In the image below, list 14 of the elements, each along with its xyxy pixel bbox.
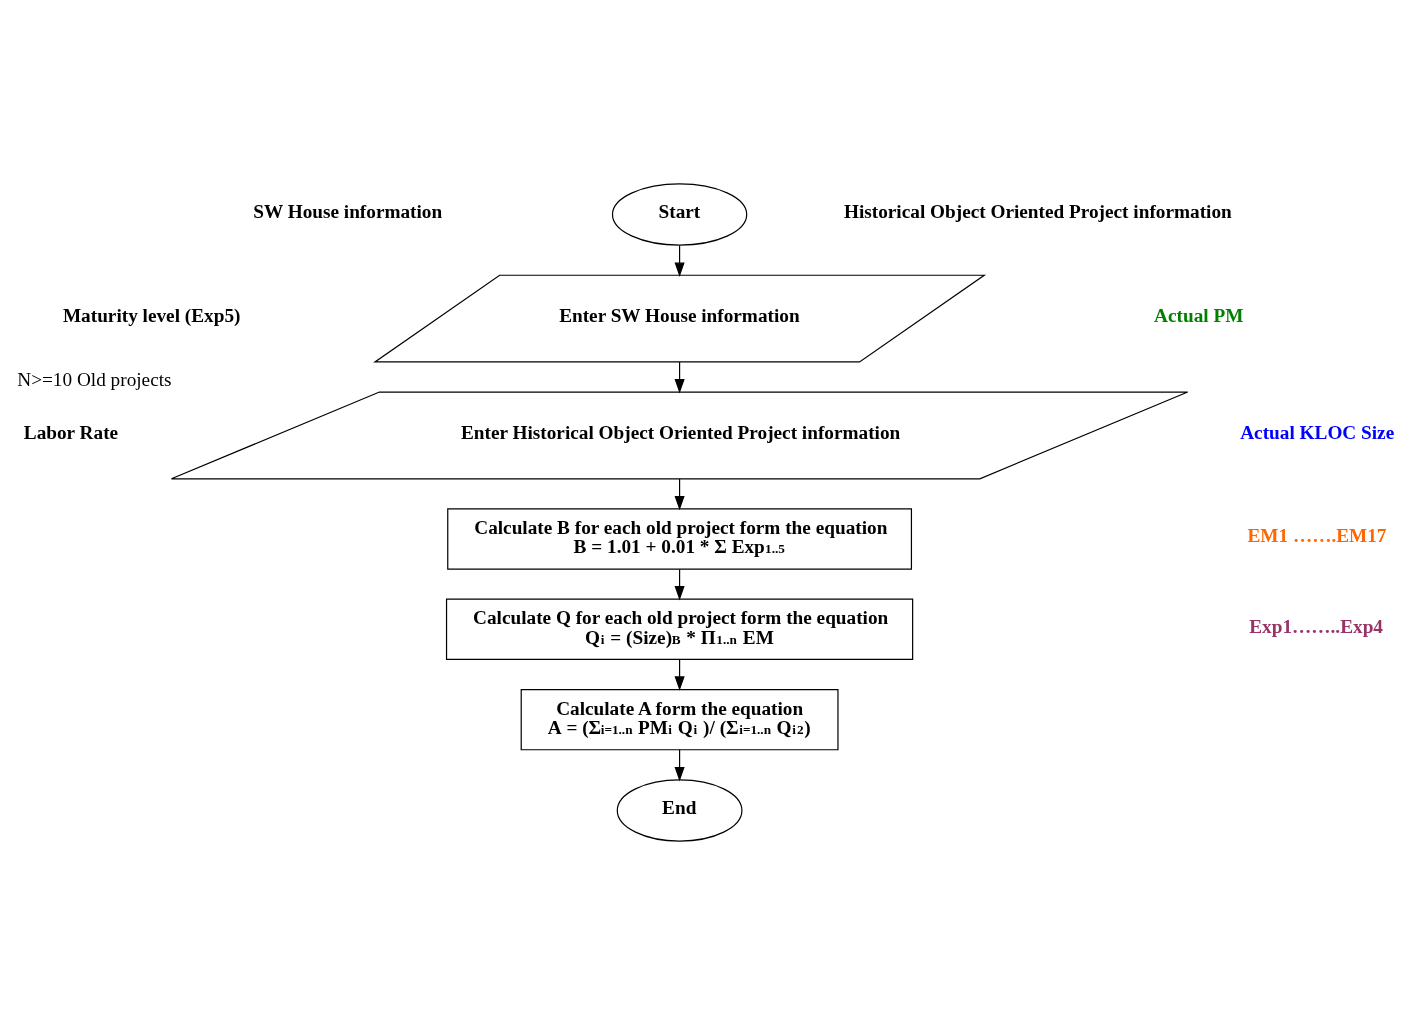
label: SW House information xyxy=(252,200,442,222)
label: Exp1……..Exp4 xyxy=(1248,615,1383,637)
node-box: Calculate B for each old project form the equation B = 1.01 + 0.01 * Σ Exp1..5 xyxy=(446,508,912,570)
label: Historical Object Oriented Project information xyxy=(843,200,1232,222)
node-ellipse: Start xyxy=(611,183,747,246)
node-label: N>=10 Old projects xyxy=(16,368,172,390)
node-box: Calculate Q for each old project form the equation Qi = (Size)B * Π1..n EM xyxy=(445,598,913,661)
label: Actual KLOC Size xyxy=(1239,421,1394,443)
label: EM1 …….EM17 xyxy=(1246,525,1386,547)
node-box: Calculate A form the equation A = (Σi=1..n PMi Qi )/ (Σi=1..n Qi2) xyxy=(520,688,839,751)
node-ellipse: End xyxy=(616,779,742,842)
label: Actual PM xyxy=(1153,304,1243,326)
label: Labor Rate xyxy=(23,421,118,443)
label: Maturity level (Exp5) xyxy=(62,304,240,326)
